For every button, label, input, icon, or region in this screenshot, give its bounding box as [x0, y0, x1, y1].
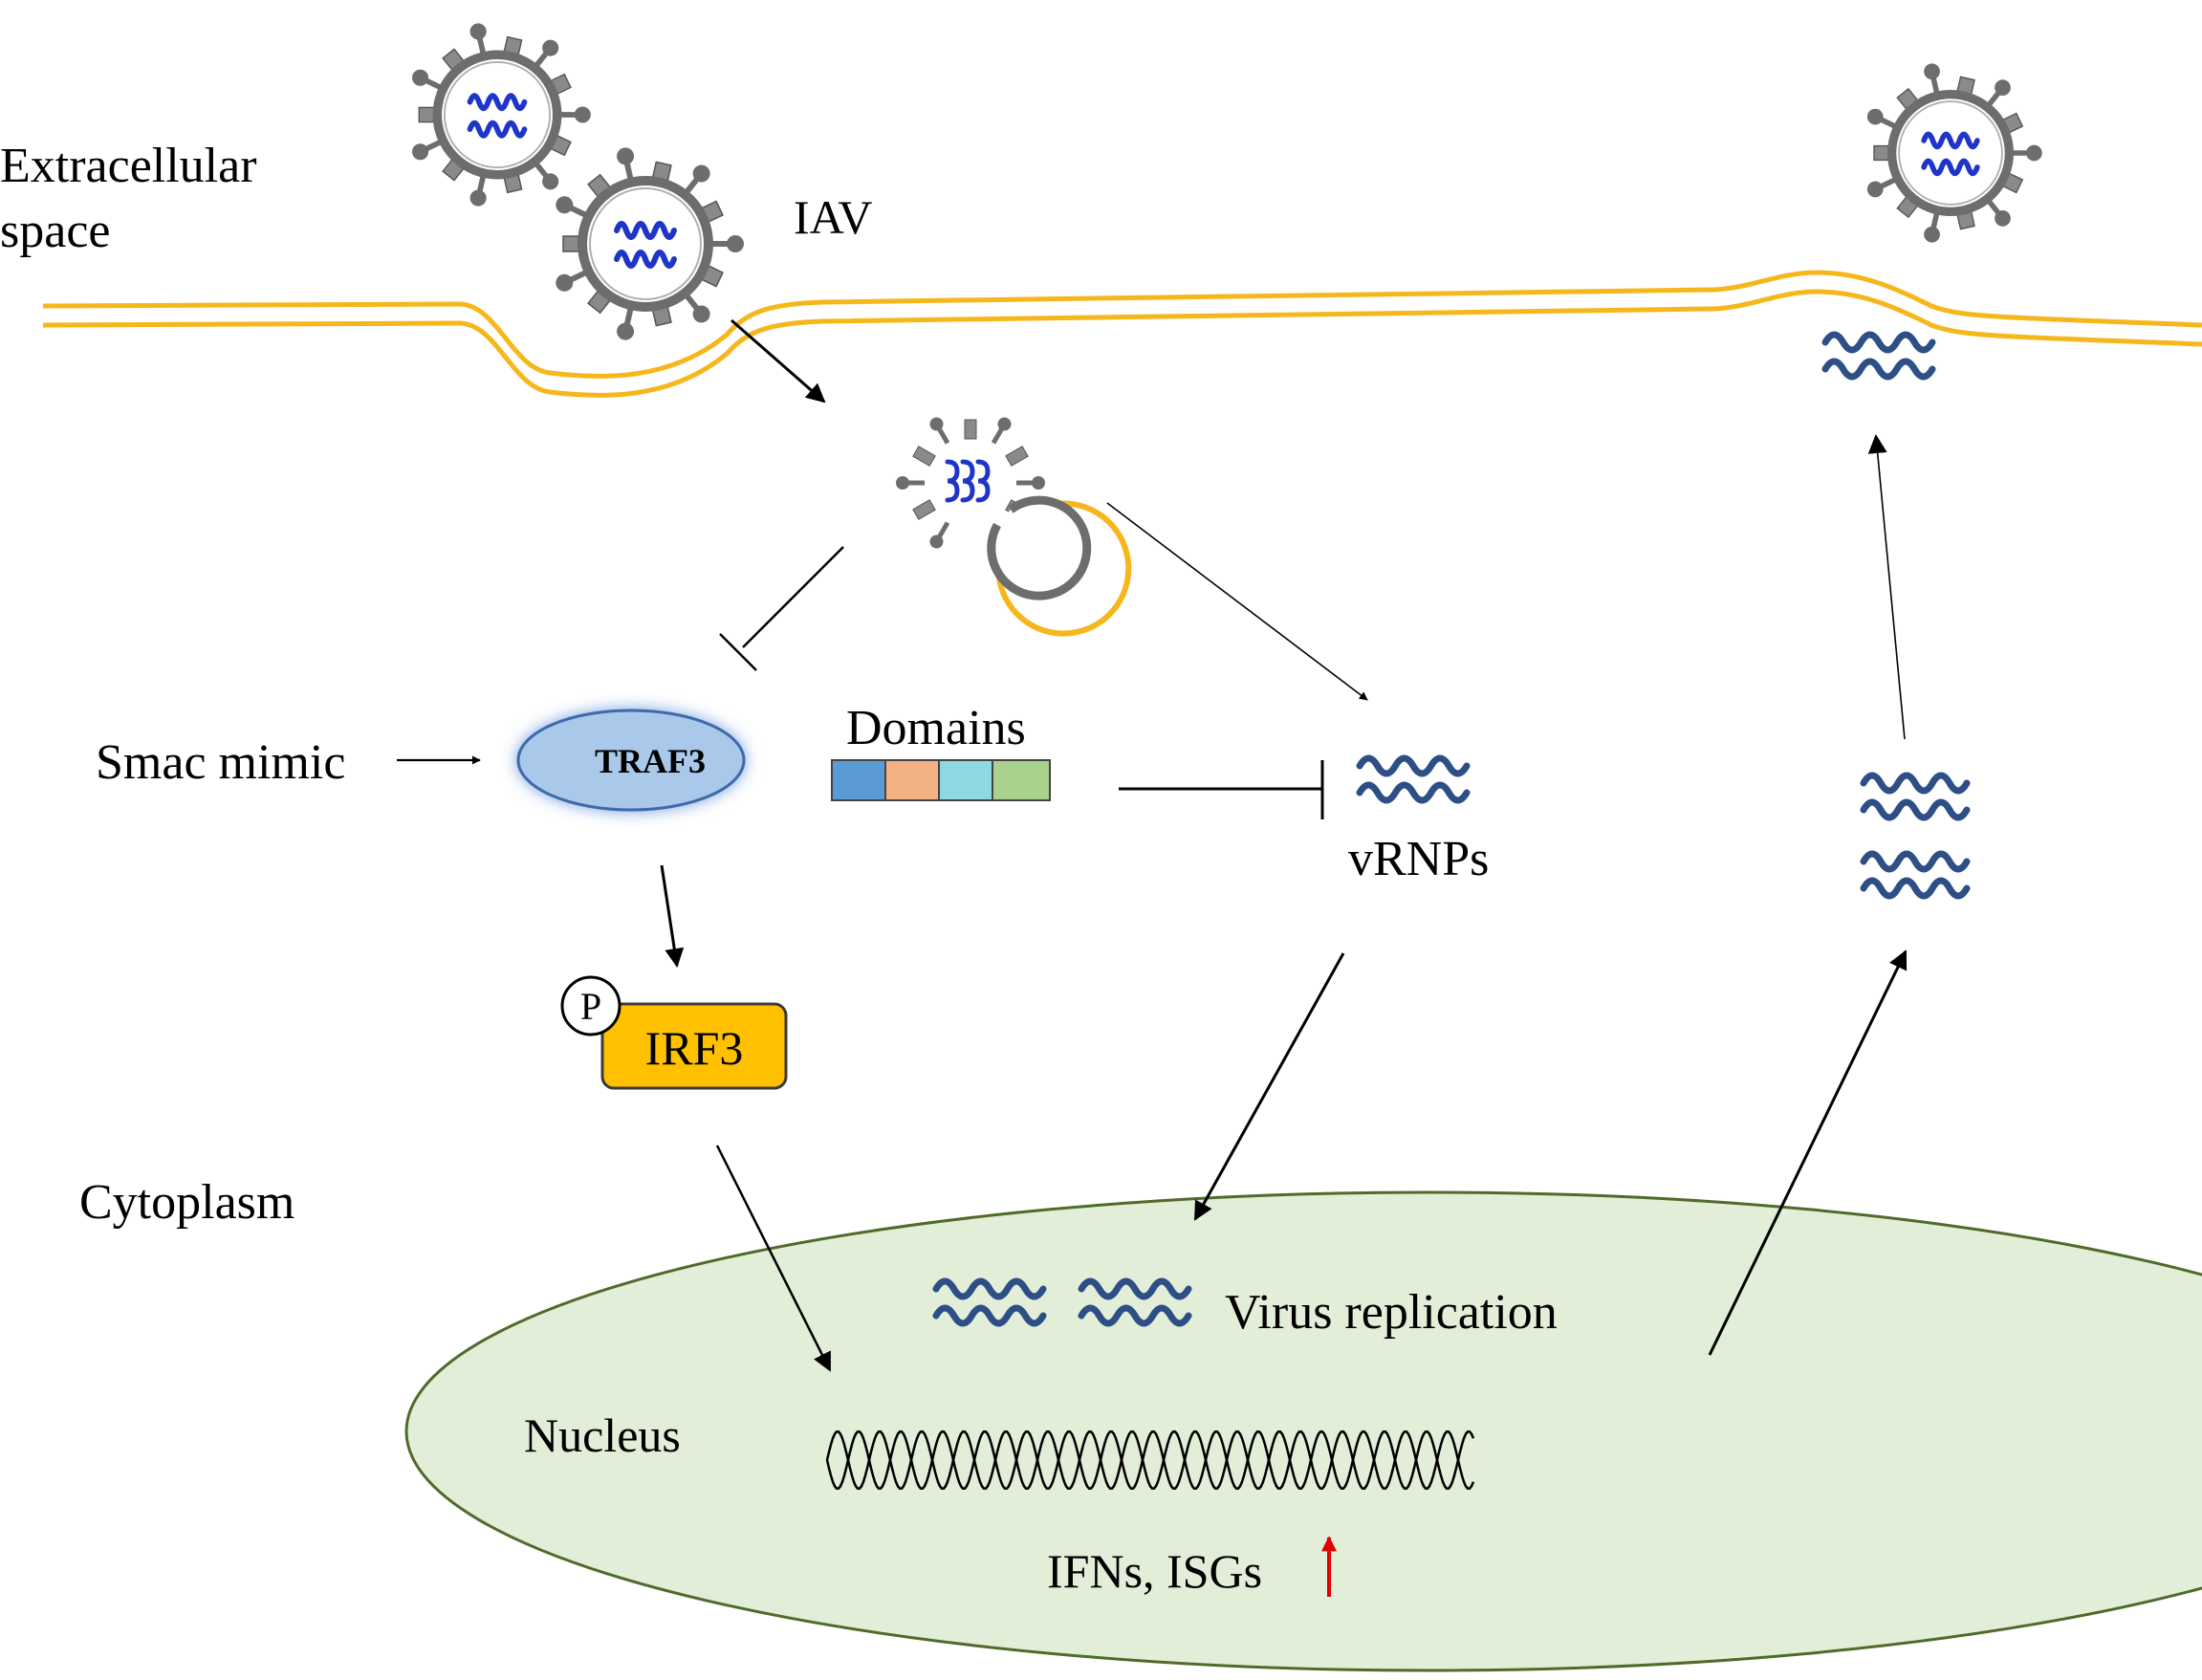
cytoplasm-label: Cytoplasm — [79, 1175, 294, 1230]
virion-icon — [556, 147, 744, 340]
arrow-traf3-irf3 — [660, 864, 685, 968]
iav-label: IAV — [794, 190, 872, 244]
arrow-uncoating — [1106, 502, 1368, 701]
arrow-irf3-nucleus — [715, 1145, 832, 1372]
arrow-nucleus-export — [1708, 949, 1908, 1356]
arrow-export-budding — [1867, 434, 1906, 740]
extracellular-space-label: Extracellular — [0, 139, 257, 193]
ifns-isgs-label: IFNs, ISGs — [1047, 1544, 1262, 1598]
domains-bar — [831, 759, 1051, 801]
traf3-node — [516, 709, 746, 812]
arrow-vrnps-nucleus — [1193, 952, 1345, 1221]
endosomal-virion-icon — [896, 417, 1132, 637]
virus-replication-label: Virus replication — [1225, 1285, 1558, 1340]
host-dna-helix-icon — [825, 1430, 1475, 1490]
nucleus-label: Nucleus — [524, 1408, 681, 1462]
nucleus — [404, 1190, 2202, 1672]
domains-label: Domains — [846, 701, 1026, 755]
smac-mimic-label: Smac mimic — [96, 735, 345, 790]
vrnp-icon — [1860, 772, 1971, 821]
phosphate-node — [560, 975, 621, 1036]
arrows — [397, 318, 1908, 1372]
irf3-node — [600, 1002, 788, 1090]
irf3-label: IRF3 — [645, 1021, 744, 1075]
vrnps-label: vRNPs — [1348, 832, 1489, 886]
inhibit-endosome-traf3 — [742, 546, 844, 648]
virion-icon — [1866, 63, 2042, 243]
plasma-membrane — [42, 270, 2202, 398]
vrnp-icon — [1356, 754, 1471, 804]
vrnp-icon — [1860, 850, 1971, 900]
inhibit-bar-endosome-traf3 — [719, 633, 757, 671]
vrnp-icon — [932, 1277, 1047, 1327]
vrnp-icon — [1821, 331, 1936, 381]
virion-icon — [411, 23, 591, 207]
traf3-label: TRAF3 — [595, 742, 706, 780]
phosphate-label: P — [580, 985, 601, 1028]
extracellular-space-label: space — [0, 204, 110, 258]
vrnp-icon — [1078, 1277, 1192, 1327]
arrow-entry — [730, 318, 826, 404]
